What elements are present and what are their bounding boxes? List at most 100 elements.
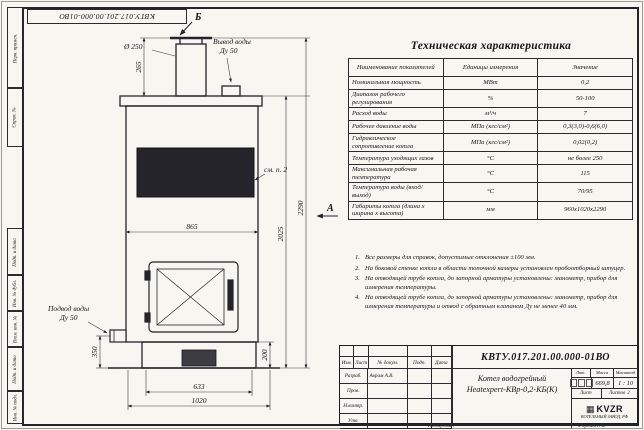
margin-cell-podp-data-2: Подп. и дата — [7, 346, 24, 392]
note-item: На отводящей трубе котла, до запорной ар… — [355, 294, 618, 310]
spec-cell: °С — [442, 164, 539, 184]
tb-lit-label: Лит. — [571, 368, 592, 378]
tb-sheets-value: 2 — [627, 391, 630, 396]
spec-table: Наименование показателей Единицы измерен… — [348, 58, 633, 220]
note-item: На боковой стенке котла в области топочн… — [355, 264, 626, 273]
tb-role-name — [367, 384, 409, 399]
margin-cell-sprav: Справ. № — [7, 87, 24, 147]
spec-row: Диапазон рабочего регулирования%50-100 — [348, 88, 633, 109]
spec-header-units: Единицы измерения — [442, 58, 539, 77]
flue-opening — [136, 147, 255, 198]
margin-cell-perv-primen: Перв. примен. — [7, 7, 24, 89]
tb-role-row-razrab: Разраб. Аврам А.В. — [340, 369, 452, 384]
spec-header-value: Значение — [537, 58, 633, 77]
tb-role-row-prov: Пров. — [340, 384, 452, 399]
see-note-label: см. п. 2 — [264, 165, 287, 174]
spec-cell: 0,3(3,0)-0,6(6,0) — [537, 120, 633, 135]
furnace-door — [144, 261, 239, 333]
tb-col-podp: Подп. — [407, 357, 432, 369]
spec-cell: % — [442, 88, 539, 109]
sheet-inner-frame — [22, 7, 639, 426]
spec-cell: не более 250 — [537, 151, 633, 166]
tb-col-data: Дата — [431, 357, 452, 369]
spec-cell: Расход воды — [348, 107, 444, 122]
dim-body-height: 2025 — [276, 226, 285, 241]
dimension-lines — [96, 37, 310, 410]
spec-cell: 70/95 — [537, 182, 633, 202]
tb-product-name: Котел водогрейный Heatexpert-КВр-0,2-КБ(… — [453, 368, 572, 428]
dim-overall-width: 1020 — [192, 396, 207, 405]
tb-role-label: Пров. — [340, 384, 368, 399]
dim-base-width: 633 — [193, 382, 205, 391]
spec-row: Габариты котла (длина х ширина х высота)… — [348, 200, 633, 220]
tb-sheet-row: Лист Листов 2 — [571, 389, 638, 399]
spec-cell: 7 — [537, 107, 633, 122]
margin-cell-inv-dubl: Инв. № дубл. — [7, 274, 24, 312]
leader-lines — [87, 49, 266, 334]
tb-role-name: Аврам А.В. — [367, 369, 409, 384]
copied-label: Копировал — [428, 423, 455, 429]
tb-sheet-label: Лист — [571, 389, 602, 399]
inlet-label-line1: Подвод воды — [47, 304, 89, 313]
tb-company-cell: ▦ KVZR КОТЕЛЬНЫЙ ЗАВОД, РФ — [571, 399, 638, 425]
spec-cell: МВт — [442, 76, 539, 90]
drawing-texts: Б А Ø 250 Вывод воды Ду 50 Подвод воды Д… — [47, 12, 334, 405]
spec-cell: м³/ч — [442, 107, 539, 122]
view-arrows — [179, 21, 338, 219]
view-b-label: Б — [194, 12, 202, 23]
tb-designation: КВТУ.017.201.00.000-01ВО — [453, 346, 638, 369]
tb-scale-label: Масштаб — [613, 368, 638, 378]
spec-cell: МПа (кгс/см²) — [442, 120, 539, 135]
tb-mass-value: 669,8 — [592, 378, 615, 389]
spec-cell: Номинальная мощность — [348, 76, 444, 90]
chimney-pipe — [175, 43, 207, 97]
inlet-label-line2: Ду 50 — [59, 313, 78, 322]
tb-role-label: Утв. — [340, 414, 368, 429]
dim-total-height: 2290 — [296, 200, 305, 215]
outlet-label-line1: Вывод воды — [213, 37, 251, 46]
dim-base-height: 200 — [260, 349, 269, 361]
boiler-drawing: Б А Ø 250 Вывод воды Ду 50 Подвод воды Д… — [47, 12, 338, 410]
diameter-label: Ø 250 — [123, 42, 143, 51]
spec-cell: 0,02(0,2) — [537, 133, 633, 153]
water-outlet-stub — [221, 85, 241, 97]
margin-cell-vzam-inv: Взам. инв. № — [7, 310, 24, 348]
tb-role-label: Н.контр. — [340, 399, 368, 414]
spec-cell: 0,2 — [537, 76, 633, 90]
tb-col-list: Лист — [354, 357, 369, 369]
spec-cell: Температура воды (вход/выход) — [348, 182, 444, 202]
tb-right-grid: Лит. Масса Масштаб 669,8 1 : 10 Лист Лис… — [569, 368, 638, 425]
title-block-left: Изм. Лист № докум. Подп. Дата Разраб. Ав… — [340, 346, 452, 429]
kvzr-logo-text: KVZR — [596, 404, 623, 415]
spec-header-row: Наименование показателей Единицы измерен… — [348, 58, 633, 77]
spec-cell: 960х1020х2290 — [537, 200, 633, 220]
tb-lit-mass-scale-values: 669,8 1 : 10 — [569, 378, 638, 389]
spec-cell: 50-100 — [537, 88, 633, 109]
note-item: Все размеры для справок, допустимые откл… — [355, 254, 536, 262]
outlet-label-line2: Ду 50 — [219, 46, 238, 55]
tb-role-name — [367, 414, 409, 429]
tb-col-docnum: № докум. — [368, 357, 408, 369]
dim-inlet-height: 350 — [90, 346, 99, 359]
boiler-top-plate — [119, 95, 263, 107]
view-a-label: А — [326, 203, 334, 214]
dim-body-width: 865 — [186, 222, 198, 231]
format-label: Формат А3 — [577, 423, 606, 429]
ash-opening — [181, 349, 217, 367]
tb-product-line1: Котел водогрейный — [477, 374, 547, 383]
spec-cell: °С — [442, 151, 539, 166]
tb-role-name — [367, 399, 409, 414]
door-handle — [227, 279, 234, 311]
water-inlet-stub — [109, 329, 127, 343]
tb-col-izm: Изм. — [340, 357, 355, 369]
tb-scale-value: 1 : 10 — [614, 378, 638, 389]
spec-cell: Диапазон рабочего регулирования — [348, 88, 444, 109]
tb-role-row-utv: Утв. — [340, 414, 452, 429]
